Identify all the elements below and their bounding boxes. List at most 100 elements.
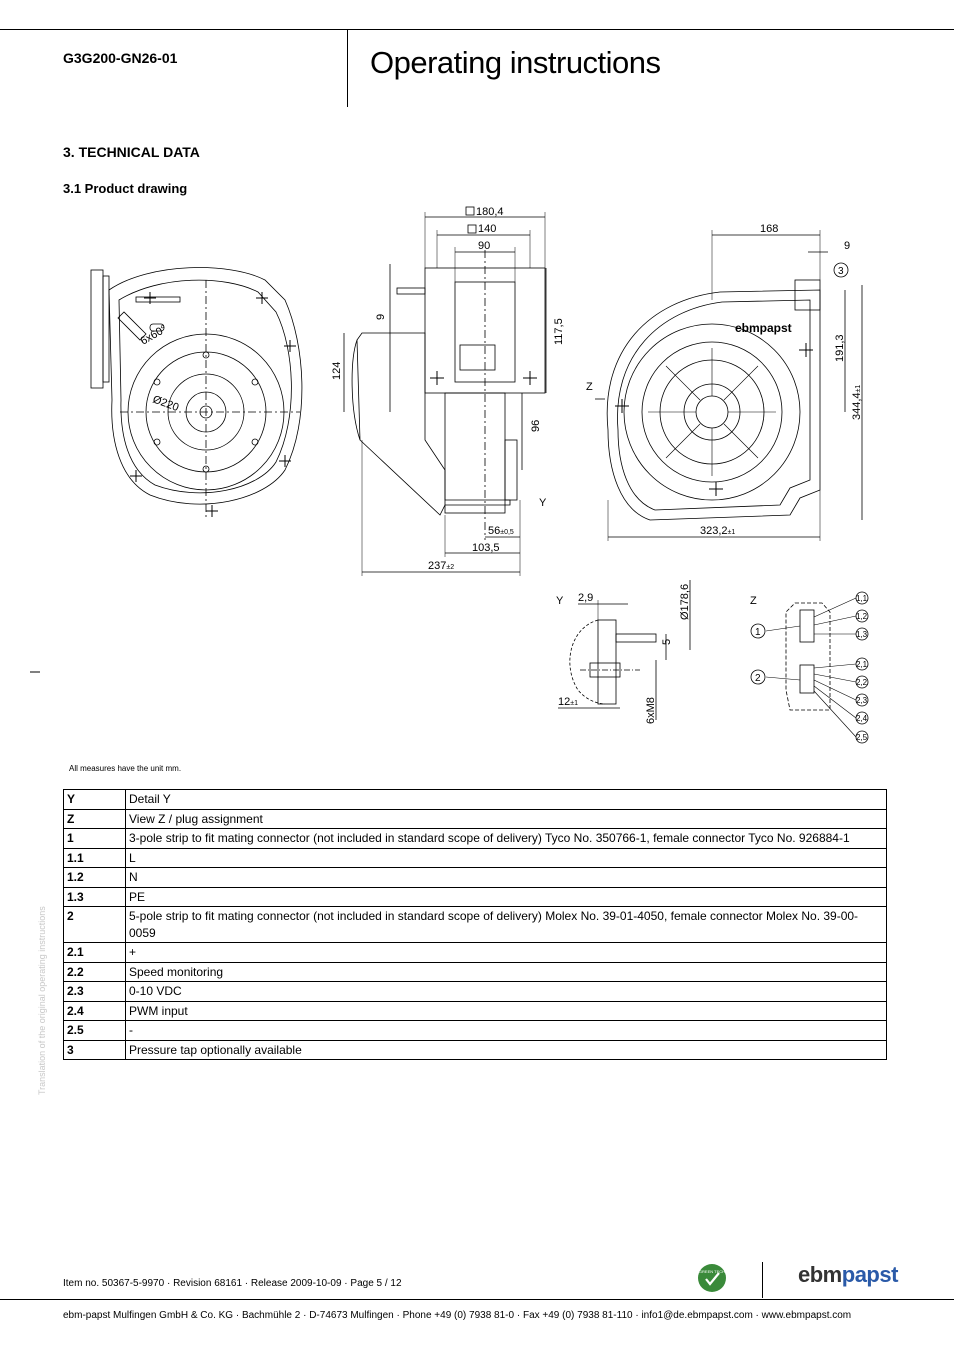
detail-y: Y 2,9 Ø178,6 5 12±1 6xM8 — [556, 580, 691, 724]
callout-2: 2 — [755, 673, 761, 684]
dim-12: 12±1 — [558, 696, 578, 708]
badge-text: GREEN TECH — [699, 1269, 725, 1274]
section-title: 3. TECHNICAL DATA — [63, 144, 200, 160]
legend-key: Z — [63, 808, 126, 829]
footer-item-line: Item no. 50367-5-9970 · Revision 68161 ·… — [63, 1278, 402, 1289]
dim-96: 96 — [530, 420, 542, 432]
legend-description: PE — [125, 886, 887, 907]
dim-124: 124 — [331, 362, 343, 380]
green-tech-badge-icon: GREEN TECH — [698, 1264, 726, 1292]
brand-mark-on-housing: ebmpapst — [735, 321, 792, 335]
legend-key: 1 — [63, 828, 126, 849]
dim-6x60: 6x60° — [139, 323, 169, 348]
pin-2-1: 2,1 — [856, 660, 868, 669]
legend-description: N — [125, 867, 887, 888]
legend-key: 2.5 — [63, 1020, 126, 1041]
dim-5: 5 — [661, 639, 673, 645]
legend-description: View Z / plug assignment — [125, 808, 887, 829]
ebmpapst-logo: ebmpapst — [798, 1262, 898, 1288]
pin-2-2: 2,2 — [856, 678, 868, 687]
dim-191-3: 191,3 — [834, 334, 846, 362]
legend-description: Speed monitoring — [125, 961, 887, 982]
legend-description: L — [125, 847, 887, 868]
callout-1: 1 — [755, 627, 761, 638]
legend-key: Y — [63, 789, 126, 810]
dim-6xm8: 6xM8 — [645, 697, 657, 724]
logo-part-ebm: ebm — [798, 1262, 842, 1287]
side-view: 180,4 140 90 9 117,5 124 96 56±0,5 103,5… — [331, 206, 565, 576]
view-z-label: Z — [750, 595, 757, 607]
pin-2-3: 2,3 — [856, 696, 868, 705]
dim-9-horizontal: 9 — [844, 240, 850, 252]
pin-1-2: 1,2 — [856, 612, 868, 621]
legend-description: + — [125, 942, 887, 963]
legend-description: 3-pole strip to fit mating connector (no… — [125, 828, 887, 849]
legend-key: 2 — [63, 906, 126, 943]
detail-y-label: Y — [556, 595, 564, 607]
pin-2-5: 2,5 — [856, 733, 868, 742]
dim-168: 168 — [760, 223, 778, 235]
dim-d178-6: Ø178,6 — [679, 584, 691, 620]
legend-key: 2.2 — [63, 961, 126, 982]
dim-117-5: 117,5 — [553, 318, 565, 345]
legend-key: 1.3 — [63, 886, 126, 907]
dim-237: 237±2 — [428, 560, 454, 572]
dim-344-4: 344,4±1 — [851, 385, 863, 420]
dim-180: 180,4 — [476, 206, 504, 218]
footer-company-line: ebm-papst Mulfingen GmbH & Co. KG · Bach… — [63, 1310, 852, 1321]
legend-key: 1.2 — [63, 867, 126, 888]
subsection-title: 3.1 Product drawing — [63, 181, 188, 196]
legend-description: Pressure tap optionally available — [125, 1039, 887, 1060]
pin-2-4: 2,4 — [856, 714, 868, 723]
dim-90: 90 — [478, 240, 490, 252]
legend-key: 2.3 — [63, 981, 126, 1002]
legend-row: 2.5- — [63, 1020, 887, 1041]
legend-key: 1.1 — [63, 847, 126, 868]
legend-key: 2.4 — [63, 1000, 126, 1021]
legend-description: - — [125, 1020, 887, 1041]
product-drawing: 6x60° Ø220 — [30, 206, 869, 744]
dim-323-2: 323,2±1 — [700, 525, 735, 537]
dim-d220: Ø220 — [151, 394, 180, 414]
callout-3: 3 — [838, 266, 844, 277]
top-view: ebmpapst 168 9 191,3 344,4±1 323,2±1 Z 3 — [586, 223, 863, 541]
pin-1-1: 1,1 — [856, 594, 868, 603]
dim-140: 140 — [478, 223, 496, 235]
legend-description: 0-10 VDC — [125, 981, 887, 1002]
model-number: G3G200-GN26-01 — [63, 50, 178, 66]
label-z-marker: Z — [586, 381, 593, 393]
document-title: Operating instructions — [370, 45, 661, 80]
view-z: Z 1 2 1,1 1,2 1,3 2,1 2,2 2,3 2,4 — [750, 591, 869, 744]
legend-key: 2.1 — [63, 942, 126, 963]
dim-103-5: 103,5 — [472, 542, 500, 554]
header-divider — [347, 29, 348, 107]
footer-logo-divider — [762, 1262, 763, 1298]
legend-key: 3 — [63, 1039, 126, 1060]
legend-description: PWM input — [125, 1000, 887, 1021]
label-y-marker: Y — [539, 497, 547, 509]
logo-part-papst: papst — [841, 1262, 899, 1287]
pin-1-3: 1,3 — [856, 630, 868, 639]
dim-9-vertical: 9 — [375, 314, 387, 320]
front-view: 6x60° Ø220 — [90, 267, 303, 520]
side-note: Translation of the original operating in… — [37, 906, 47, 1095]
legend-row: 2.1+ — [63, 942, 887, 963]
units-note: All measures have the unit mm. — [69, 764, 182, 773]
legend-description: 5-pole strip to fit mating connector (no… — [125, 906, 887, 943]
dim-2-9: 2,9 — [578, 592, 593, 604]
dim-56: 56±0,5 — [488, 525, 514, 537]
header-top-rule — [0, 29, 954, 30]
